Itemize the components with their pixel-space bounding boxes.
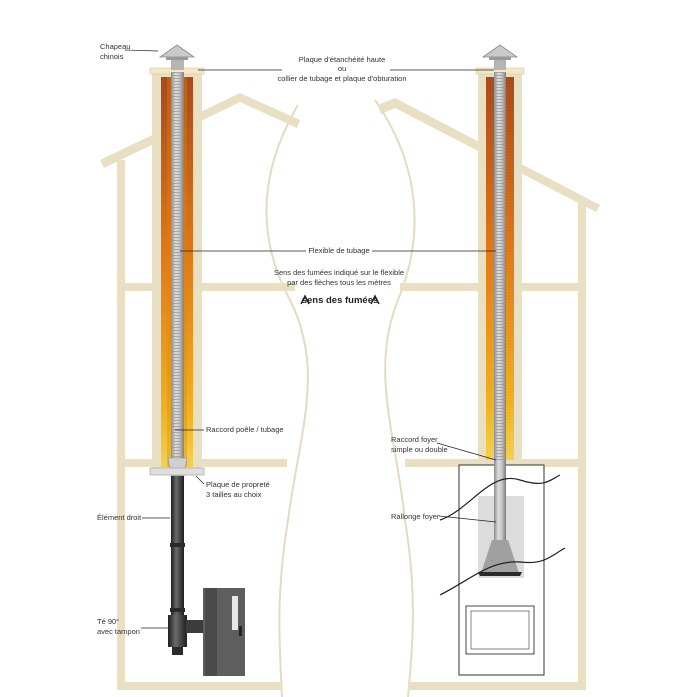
label-te-l1: Té 90° [97, 617, 119, 626]
trim-plate [149, 467, 205, 476]
label-raccord-poele: Raccord poêle / tubage [206, 425, 284, 434]
label-raccord-foyer-l2: simple ou double [391, 445, 448, 454]
right-curve-divider [374, 99, 416, 697]
label-chapeau-l1: Chapeau [100, 42, 130, 51]
label-rallonge-foyer: Rallonge foyer [391, 512, 440, 521]
left-flex-pipe [171, 72, 184, 472]
label-te-l2: avec tampon [97, 627, 140, 636]
label-plaque-proprete-l1: Plaque de propreté [206, 480, 270, 489]
label-plaque-proprete-l2: 3 tailles au choix [206, 490, 262, 499]
label-plaque-etancheite-l2: ou [338, 64, 346, 73]
label-raccord-foyer-l1: Raccord foyer [391, 435, 438, 444]
smoke-direction-indicator: sens des fumées [300, 294, 380, 306]
label-plaque-etancheite-l1: Plaque d'étanchéité haute [299, 55, 386, 64]
stove-pipe [168, 476, 208, 655]
chinese-hat-left [158, 44, 196, 70]
label-element-droit: Élément droit [97, 513, 142, 522]
label-sens-l1: Sens des fumées indiqué sur le flexible [274, 268, 404, 277]
label-flexible: Flexible de tubage [308, 246, 369, 255]
label-sens-arrow: sens des fumées [302, 295, 379, 306]
wood-stove [203, 588, 245, 676]
leader-lines [124, 49, 497, 629]
left-curve-divider [265, 104, 309, 697]
label-chapeau-l2: chinois [100, 52, 124, 61]
chinese-hat-right [481, 44, 519, 70]
label-sens-l2: par des flèches tous les mètres [287, 278, 391, 287]
fireplace-insert [439, 462, 566, 676]
label-plaque-etancheite-l3: collier de tubage et plaque d'obturation [277, 74, 406, 83]
arrow-up-icon-right [370, 294, 380, 305]
right-flex-pipe [494, 72, 506, 462]
arrow-up-icon-left [300, 294, 310, 305]
